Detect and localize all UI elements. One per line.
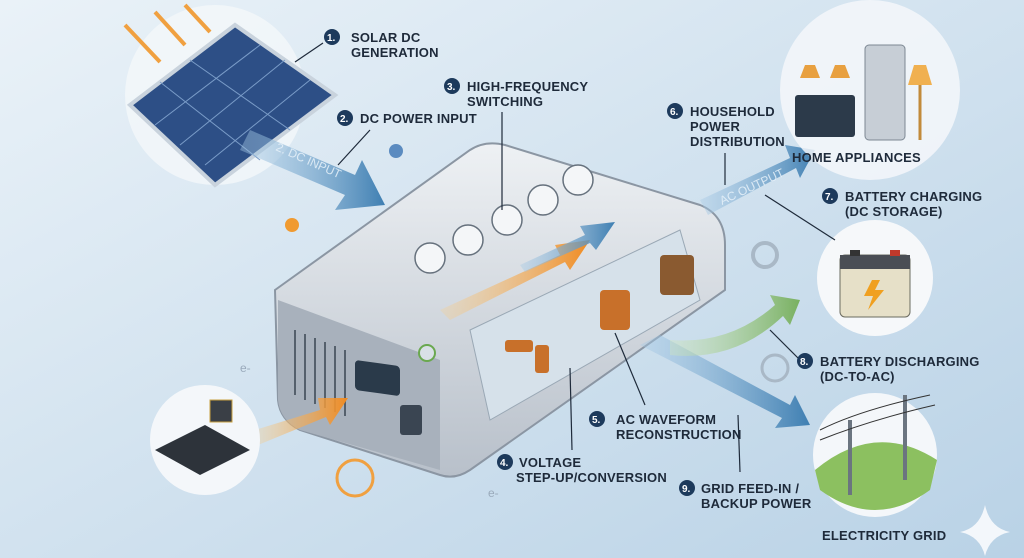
step-8-label: 8. BATTERY DISCHARGING (DC-TO-AC): [797, 353, 980, 384]
power-button-icon: [418, 344, 436, 362]
svg-text:(DC STORAGE): (DC STORAGE): [845, 204, 943, 219]
ac-socket: [400, 405, 422, 435]
cutaway-circuit: [469, 229, 701, 421]
step-7-label: 7. BATTERY CHARGING (DC STORAGE): [822, 188, 982, 219]
svg-text:HIGH-FREQUENCY: HIGH-FREQUENCY: [467, 79, 588, 94]
igbt-switches: [414, 164, 594, 274]
electricity-grid-illustration: [813, 393, 937, 517]
lightning-circle-icon: [760, 353, 790, 383]
svg-text:7.: 7.: [825, 192, 834, 203]
svg-text:GENERATION: GENERATION: [351, 45, 439, 60]
svg-text:HOUSEHOLD: HOUSEHOLD: [690, 104, 775, 119]
battery-discharge-arrow: [670, 295, 800, 356]
svg-text:SWITCHING: SWITCHING: [467, 94, 543, 109]
electron-symbol: e-: [240, 361, 251, 375]
lightning-icon: [864, 280, 884, 310]
step-2-label: 2. DC POWER INPUT: [337, 110, 477, 126]
microcontroller-illustration: [150, 385, 260, 495]
svg-text:2.: 2.: [340, 114, 349, 125]
step-4-label: 4. VOLTAGE STEP-UP/CONVERSION: [497, 454, 667, 485]
microcontroller-arrow: [255, 398, 348, 445]
grid-arrow: [640, 335, 810, 428]
svg-text:8.: 8.: [800, 357, 809, 368]
svg-text:5.: 5.: [592, 415, 601, 426]
home-appliances-caption: HOME APPLIANCES: [792, 150, 921, 165]
step-6-label: 6. HOUSEHOLD POWER DISTRIBUTION: [667, 103, 785, 149]
svg-text:6.: 6.: [670, 107, 679, 118]
battery-illustration: [817, 220, 933, 336]
step-9-label: 9. GRID FEED-IN / BACKUP POWER: [679, 480, 812, 511]
svg-text:BATTERY DISCHARGING: BATTERY DISCHARGING: [820, 354, 980, 369]
electricity-grid-caption: ELECTRICITY GRID: [822, 528, 946, 543]
svg-text:GRID FEED-IN /: GRID FEED-IN /: [701, 481, 799, 496]
svg-text:(DC-TO-AC): (DC-TO-AC): [820, 369, 895, 384]
power-symbol-icon: [335, 458, 375, 498]
atom-icon: [389, 144, 403, 158]
svg-text:AC WAVEFORM: AC WAVEFORM: [616, 412, 716, 427]
svg-text:3.: 3.: [447, 82, 456, 93]
svg-text:DISTRIBUTION: DISTRIBUTION: [690, 134, 785, 149]
svg-text:SOLAR DC: SOLAR DC: [351, 30, 421, 45]
svg-text:STEP-UP/CONVERSION: STEP-UP/CONVERSION: [516, 470, 667, 485]
svg-text:9.: 9.: [682, 484, 691, 495]
switching-orange-arrow: [440, 240, 590, 320]
gear-icon: [751, 241, 779, 269]
svg-text:1.: 1.: [327, 33, 336, 44]
inverter-unit: [273, 142, 726, 478]
svg-text:BATTERY CHARGING: BATTERY CHARGING: [845, 189, 982, 204]
svg-text:VOLTAGE: VOLTAGE: [519, 455, 581, 470]
inductor-coils: [505, 255, 694, 373]
svg-text:RECONSTRUCTION: RECONSTRUCTION: [616, 427, 742, 442]
step-3-label: 3. HIGH-FREQUENCY SWITCHING: [444, 78, 588, 109]
step-1-label: 1. SOLAR DC GENERATION: [324, 29, 439, 60]
electron-symbol: e-: [488, 486, 499, 500]
step-5-label: 5. AC WAVEFORM RECONSTRUCTION: [589, 411, 742, 442]
leader-lines: [294, 42, 836, 473]
svg-text:POWER: POWER: [690, 119, 741, 134]
sparkle-icon: [960, 505, 1010, 556]
home-appliances-illustration: [780, 0, 960, 180]
display-screen: [355, 360, 400, 396]
svg-text:4.: 4.: [500, 458, 509, 469]
atom-icon: [285, 218, 299, 232]
svg-text:DC POWER INPUT: DC POWER INPUT: [360, 111, 477, 126]
svg-text:BACKUP POWER: BACKUP POWER: [701, 496, 812, 511]
